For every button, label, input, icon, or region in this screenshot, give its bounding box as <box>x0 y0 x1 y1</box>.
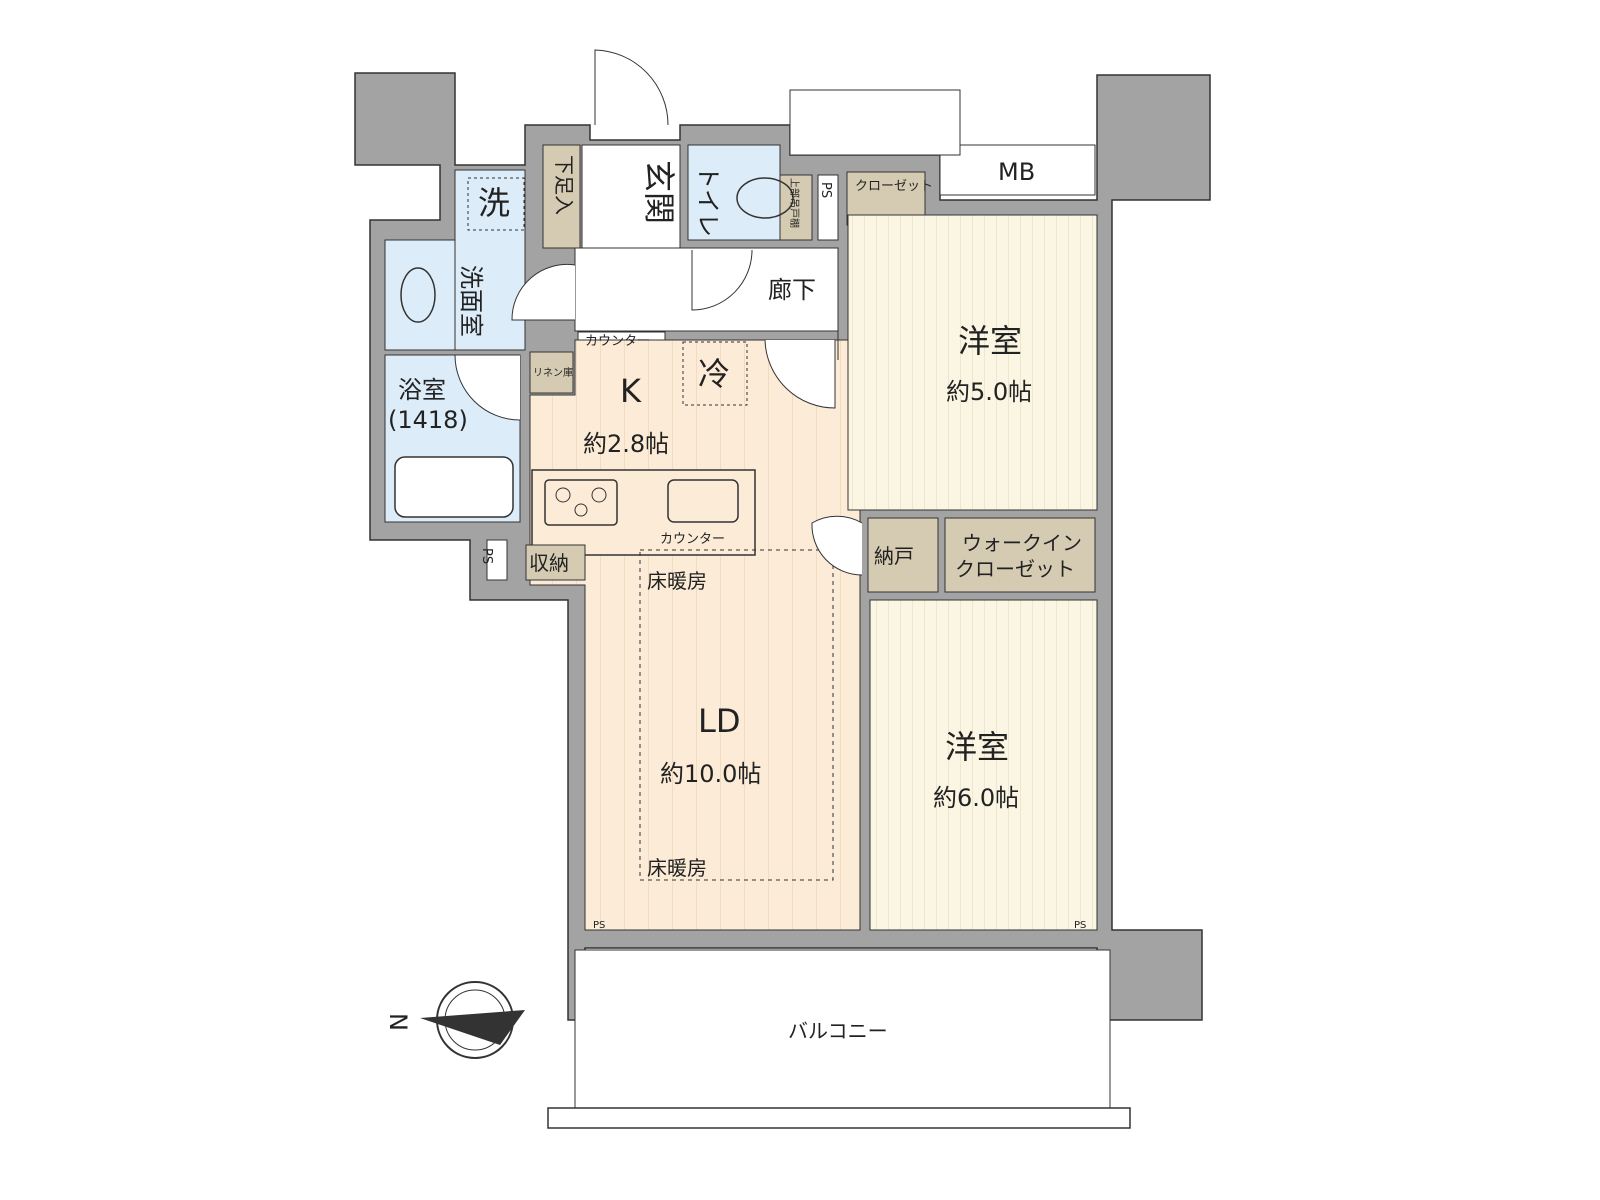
label-entrance: 玄関 <box>640 160 678 224</box>
room-sink <box>384 239 456 351</box>
label-linen: リネン庫 <box>533 366 573 379</box>
window-box <box>789 89 961 156</box>
label-ld: LD <box>698 702 740 740</box>
label-floor-heating-1: 床暖房 <box>647 569 707 593</box>
label-fridge: 冷 <box>698 355 730 393</box>
room-door[interactable] <box>811 515 863 576</box>
walk-in-closet <box>944 517 1096 593</box>
label-counter-top: カウンター <box>585 334 650 349</box>
label-kitchen: K <box>620 372 642 410</box>
label-western-1: 洋室 <box>958 322 1022 360</box>
floor-heating-area <box>639 549 834 881</box>
label-ps-2: PS <box>479 548 494 564</box>
label-western-2: 洋室 <box>945 728 1009 766</box>
shoe-box <box>542 144 581 249</box>
label-mb: MB <box>998 158 1035 186</box>
room-western-2 <box>869 599 1098 931</box>
linen-storage <box>529 351 574 394</box>
compass-icon: N <box>384 981 525 1059</box>
nando <box>867 517 939 593</box>
compass-north-label: N <box>384 1013 412 1031</box>
label-upper-cabinet: 上部吊戸棚 <box>788 178 801 228</box>
label-washer: 洗 <box>478 184 510 222</box>
label-floor-heating-2: 床暖房 <box>647 856 707 880</box>
toilet-door[interactable] <box>691 249 753 311</box>
label-closet: クローゼット <box>855 179 933 194</box>
label-bath-size: (1418) <box>388 406 468 434</box>
stove-icon <box>544 479 618 526</box>
label-balcony: バルコニー <box>788 1019 888 1043</box>
ld-door[interactable] <box>764 330 839 409</box>
bathtub-icon <box>394 456 514 518</box>
ps-shaft <box>817 174 839 241</box>
washroom-door[interactable] <box>511 263 576 321</box>
label-storage: 収納 <box>529 551 569 575</box>
ps-small <box>486 539 508 581</box>
toilet-icon <box>736 177 794 219</box>
label-western-2-size: 約6.0帖 <box>933 784 1019 812</box>
label-bath: 浴室 <box>398 376 446 404</box>
label-ps-western: PS <box>1074 920 1086 931</box>
label-washroom-text: 洗面室 <box>457 265 485 337</box>
washbasin-icon <box>400 267 436 323</box>
label-washroom: 洗面室 <box>457 265 485 337</box>
label-wic-2: クローゼット <box>955 557 1075 581</box>
mb <box>939 144 1096 196</box>
storage <box>525 544 586 581</box>
bath-door[interactable] <box>454 354 521 421</box>
label-kitchen-size: 約2.8帖 <box>583 430 669 458</box>
label-hallway: 廊下 <box>768 276 816 304</box>
label-western-1-size: 約5.0帖 <box>946 378 1032 406</box>
kitchen-counter <box>531 469 756 556</box>
room-western-1 <box>847 214 1098 511</box>
upper-cabinet <box>779 174 813 241</box>
label-shoe-box: 下足入 <box>552 155 576 215</box>
label-toilet: トイレ <box>694 165 722 237</box>
label-ps: PS <box>818 182 833 198</box>
room-entrance <box>581 144 681 251</box>
label-nando: 納戸 <box>874 544 914 568</box>
fridge-space <box>682 341 748 406</box>
entrance-door[interactable] <box>594 49 669 126</box>
label-wic-1: ウォークイン <box>962 531 1082 555</box>
balcony-rail <box>547 1107 1131 1129</box>
sink-icon <box>667 479 739 523</box>
label-ld-size: 約10.0帖 <box>660 760 761 788</box>
room-toilet <box>687 144 781 241</box>
label-ps-ld: PS <box>593 920 605 931</box>
label-counter: カウンター <box>660 532 725 547</box>
